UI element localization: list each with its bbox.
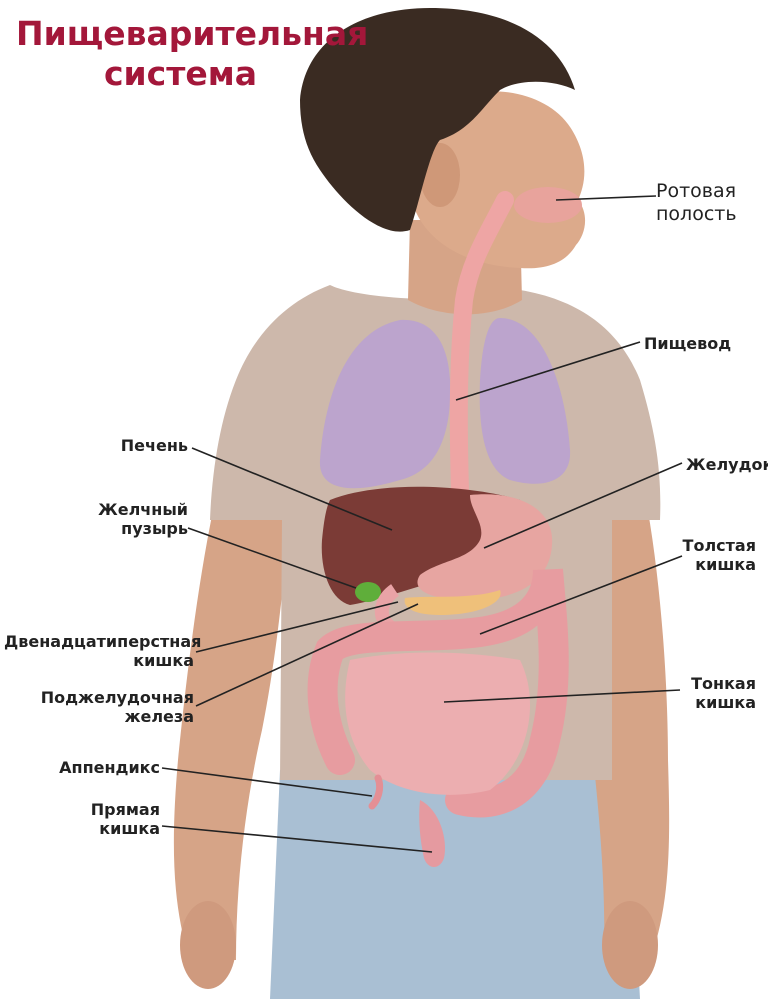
label-duodenum-line-1: Двенадцатиперстная <box>4 632 194 651</box>
label-gallbladder-line-2: пузырь <box>60 519 188 538</box>
gallbladder <box>355 582 381 602</box>
label-small-intestine: Тонкая кишка <box>640 674 756 712</box>
label-mouth: Ротовая полость <box>656 180 737 226</box>
label-esophagus: Пищевод <box>644 334 731 353</box>
page-title: Пищеварительная система <box>16 14 368 94</box>
label-appendix-line-1: Аппендикс <box>40 758 160 777</box>
label-small-intestine-line-1: Тонкая <box>640 674 756 693</box>
label-rectum: Прямая кишка <box>60 800 160 838</box>
label-appendix: Аппендикс <box>40 758 160 777</box>
label-rectum-line-1: Прямая <box>60 800 160 819</box>
left-hand <box>180 901 236 989</box>
title-line-2: система <box>16 54 368 94</box>
label-rectum-line-2: кишка <box>60 819 160 838</box>
title-line-1: Пищеварительная <box>16 14 368 53</box>
label-large-intestine-line-2: кишка <box>640 555 756 574</box>
label-liver-line-1: Печень <box>90 436 188 455</box>
label-large-intestine-line-1: Толстая <box>640 536 756 555</box>
label-stomach-line-1: Желудок <box>686 455 768 474</box>
label-duodenum: Двенадцатиперстная кишка <box>4 632 194 670</box>
label-duodenum-line-2: кишка <box>4 651 194 670</box>
label-mouth-line-2: полость <box>656 203 737 226</box>
label-liver: Печень <box>90 436 188 455</box>
label-large-intestine: Толстая кишка <box>640 536 756 574</box>
label-gallbladder: Желчный пузырь <box>60 500 188 538</box>
label-pancreas-line-1: Поджелудочная <box>20 688 194 707</box>
label-pancreas: Поджелудочная железа <box>20 688 194 726</box>
label-small-intestine-line-2: кишка <box>640 693 756 712</box>
mouth-cavity <box>514 187 582 223</box>
label-gallbladder-line-1: Желчный <box>60 500 188 519</box>
label-pancreas-line-2: железа <box>20 707 194 726</box>
label-stomach: Желудок <box>686 455 768 474</box>
label-mouth-line-1: Ротовая <box>656 180 737 203</box>
right-hand <box>602 901 658 989</box>
label-esophagus-line-1: Пищевод <box>644 334 731 353</box>
